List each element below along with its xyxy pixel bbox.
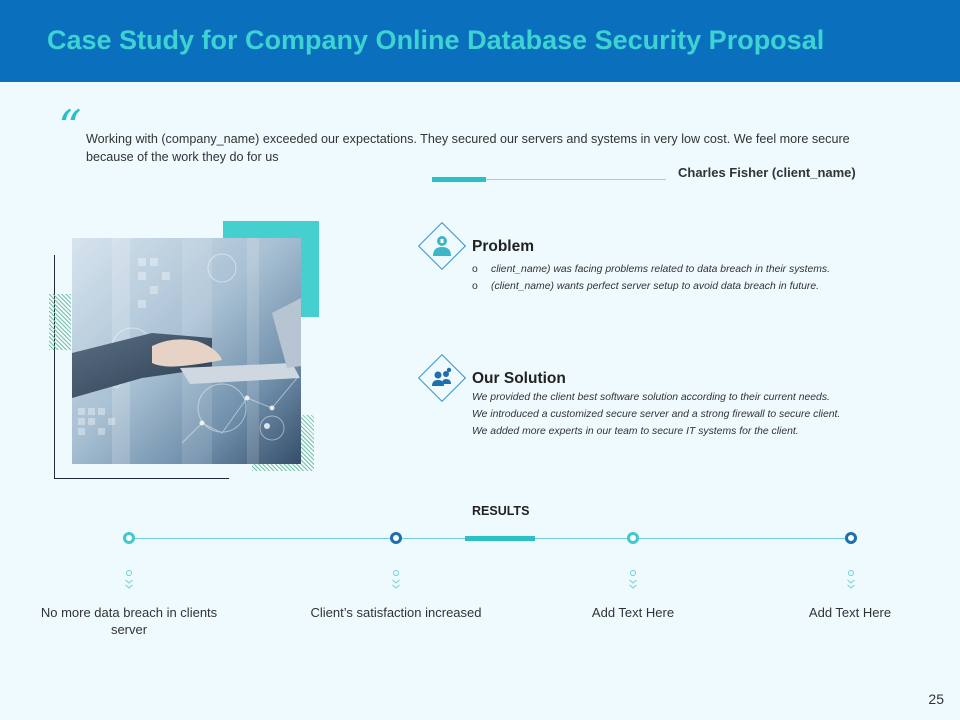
- testimonial-author: Charles Fisher (client_name): [678, 165, 856, 180]
- team-idea-icon: [432, 367, 452, 386]
- business-laptop-photo: [72, 238, 301, 464]
- solution-title: Our Solution: [472, 370, 566, 387]
- solution-line: We introduced a customized secure server…: [472, 409, 841, 420]
- testimonial-text: Working with (company_name) exceeded our…: [86, 132, 850, 164]
- results-title: RESULTS: [472, 504, 530, 518]
- quote-mark-icon: “: [58, 100, 82, 154]
- problem-title: Problem: [472, 238, 535, 255]
- photo-illustration: [72, 238, 301, 464]
- chevron-down-icon: [125, 570, 133, 589]
- timeline-accent: [465, 536, 535, 541]
- quote-divider-accent: [432, 177, 486, 182]
- slide-header: Case Study for Company Online Database S…: [0, 0, 960, 82]
- timeline-node: [627, 532, 639, 544]
- chevron-down-icon: [392, 570, 400, 589]
- problem-bullet: o client_name) was facing problems relate…: [472, 264, 830, 275]
- page-number: 25: [928, 691, 944, 707]
- chevron-down-icon: [847, 570, 855, 589]
- solution-line: We added more experts in our team to sec…: [472, 426, 799, 437]
- timeline-node: [123, 532, 135, 544]
- bullet-marker: o: [472, 264, 478, 275]
- page-title: Case Study for Company Online Database S…: [47, 25, 825, 55]
- problem-bullet-text: (client_name) wants perfect server setup…: [491, 281, 820, 292]
- person-shield-icon: [433, 236, 451, 256]
- bullet-marker: o: [472, 281, 478, 292]
- quote-divider: [432, 179, 666, 180]
- timeline-node: [845, 532, 857, 544]
- solution-line: We provided the client best software sol…: [472, 392, 830, 403]
- result-label: Add Text Here: [808, 605, 892, 620]
- result-label: Add Text Here: [591, 605, 675, 620]
- result-label: No more data breach in clients server: [40, 605, 218, 637]
- result-label: Client’s satisfaction increased: [310, 605, 482, 620]
- problem-bullet: o (client_name) wants perfect server setu…: [472, 281, 819, 292]
- hatch-decoration-left: [49, 294, 71, 350]
- timeline-node: [390, 532, 402, 544]
- problem-bullet-text: client_name) was facing problems related…: [491, 264, 831, 275]
- image-frame-outline: [54, 255, 229, 479]
- chevron-down-icon: [629, 570, 637, 589]
